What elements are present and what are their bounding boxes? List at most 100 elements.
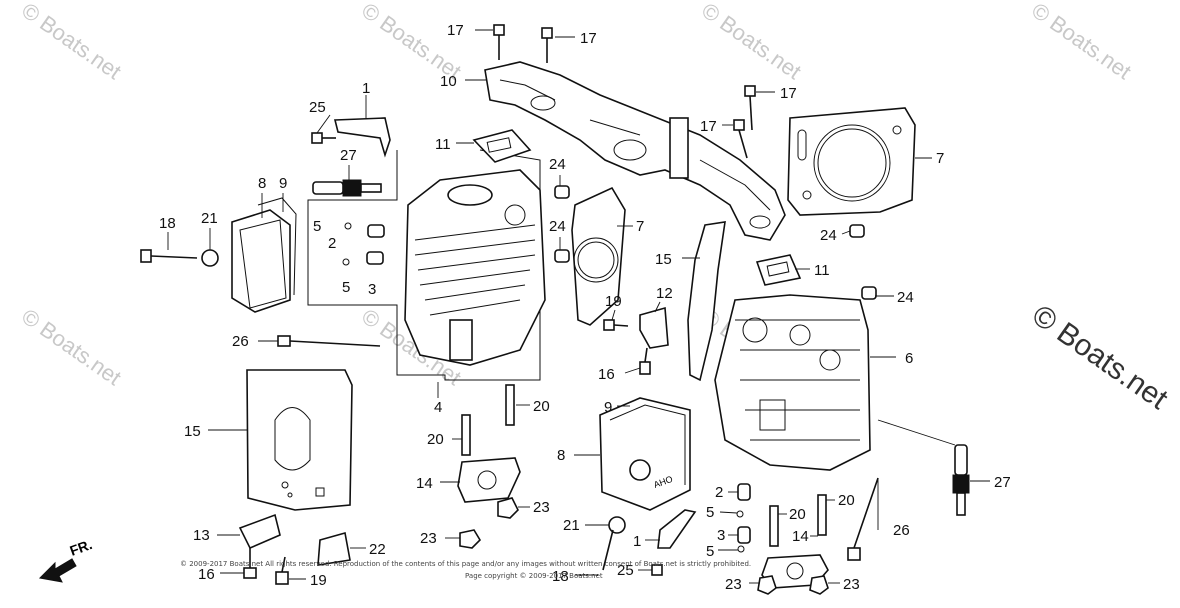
callout-label: 19 bbox=[605, 293, 622, 310]
callout-label: 23 bbox=[843, 576, 860, 593]
callout-label: 9 bbox=[279, 175, 287, 192]
callout-label: 21 bbox=[563, 517, 580, 534]
callout-label: 21 bbox=[201, 210, 218, 227]
callout-label: 11 bbox=[435, 136, 451, 153]
head-gasket-right bbox=[787, 107, 916, 216]
cylinder-head-front bbox=[404, 169, 546, 366]
callout-label: 3 bbox=[368, 281, 376, 298]
clamp-22 bbox=[317, 531, 351, 566]
callout-label: 6 bbox=[905, 350, 913, 367]
bolt-17-c bbox=[744, 85, 756, 131]
front-label: FR. bbox=[68, 536, 95, 559]
callout-label: 27 bbox=[340, 147, 357, 164]
nut-23a bbox=[497, 497, 519, 519]
callout-label: 17 bbox=[700, 118, 717, 135]
watermark: © Boats.net bbox=[697, 0, 806, 84]
nut-23d bbox=[809, 575, 829, 595]
nut-23b bbox=[459, 529, 482, 549]
callout-label: 10 bbox=[440, 73, 457, 90]
bracket-1b bbox=[657, 509, 697, 549]
bracket-13 bbox=[238, 513, 281, 550]
callout-labels: 17 17 17 17 10 1 25 27 11 8 9 18 21 5 2 … bbox=[159, 22, 1011, 593]
callout-label: 12 bbox=[656, 285, 673, 302]
callout-label: 22 bbox=[369, 541, 386, 558]
callout-label: 8 bbox=[557, 447, 565, 464]
watermark: © Boats.net bbox=[357, 0, 466, 84]
callout-label: 7 bbox=[636, 218, 644, 235]
head-gasket-middle bbox=[571, 186, 626, 326]
callout-label: 26 bbox=[232, 333, 249, 350]
callout-label: 24 bbox=[820, 227, 837, 244]
callout-label: 3 bbox=[717, 527, 725, 544]
bolt-19b bbox=[275, 556, 289, 585]
leader-lines bbox=[167, 29, 990, 584]
callout-label: 20 bbox=[838, 492, 855, 509]
callout-label: 14 bbox=[792, 528, 809, 545]
bracket-1a bbox=[333, 117, 391, 158]
manifold-gasket-upper bbox=[472, 129, 532, 163]
o-ring-5d bbox=[737, 545, 745, 553]
bolt-25a bbox=[311, 132, 336, 144]
callout-label: 17 bbox=[447, 22, 464, 39]
o-ring-5a bbox=[344, 222, 352, 230]
gasket-14a bbox=[457, 457, 521, 503]
watermark: © Boats.net bbox=[17, 0, 126, 84]
watermark: © Boats.net bbox=[17, 304, 126, 391]
long-bolt-left bbox=[277, 335, 381, 347]
collar-24-d bbox=[861, 286, 877, 300]
valve-cover-right: AHO bbox=[599, 397, 691, 511]
callout-label: 4 bbox=[434, 399, 442, 416]
callout-label: 26 bbox=[893, 522, 910, 539]
callout-label: 17 bbox=[780, 85, 797, 102]
callout-label: 25 bbox=[309, 99, 326, 116]
intake-manifold bbox=[484, 61, 786, 241]
callout-label: 8 bbox=[258, 175, 266, 192]
bolt-18a bbox=[140, 249, 198, 263]
callout-label: 5 bbox=[706, 504, 714, 521]
callout-label: 16 bbox=[598, 366, 615, 383]
callout-label: 13 bbox=[193, 527, 210, 544]
callout-label: 5 bbox=[706, 543, 714, 560]
bolt-17-a bbox=[493, 24, 505, 60]
callout-label: 20 bbox=[533, 398, 550, 415]
callout-label: 16 bbox=[198, 566, 215, 583]
callout-label: 9 bbox=[604, 399, 612, 416]
footer-page-copyright: Page copyright © 2009-2017 Boats.net bbox=[465, 572, 603, 580]
stud-20a bbox=[505, 384, 515, 426]
cylinder-head-right bbox=[714, 294, 871, 471]
bracket-12 bbox=[639, 306, 669, 349]
callout-label: 23 bbox=[725, 576, 742, 593]
valve-cover-left bbox=[231, 197, 297, 313]
heat-shield-middle bbox=[687, 221, 726, 382]
manifold-gasket-lower bbox=[755, 254, 802, 286]
callout-label: 24 bbox=[549, 218, 566, 235]
long-bolt-right bbox=[847, 477, 879, 561]
callout-label: 7 bbox=[936, 150, 944, 167]
callout-label: 5 bbox=[313, 218, 321, 235]
front-direction-arrow: FR. bbox=[38, 536, 95, 583]
callout-label: 15 bbox=[184, 423, 201, 440]
callout-label: 18 bbox=[552, 568, 569, 585]
callout-label: 14 bbox=[416, 475, 433, 492]
callout-label: 24 bbox=[549, 156, 566, 173]
side-watermark: © Boats.net bbox=[1026, 299, 1174, 417]
grommet-21b bbox=[608, 516, 626, 534]
o-ring-5b bbox=[342, 258, 350, 266]
bolt-17-d bbox=[733, 119, 748, 159]
callout-label: 2 bbox=[328, 235, 336, 252]
callout-label: 19 bbox=[310, 572, 327, 589]
callout-label: 20 bbox=[427, 431, 444, 448]
o-ring-5c bbox=[736, 510, 744, 518]
grommet-21a bbox=[201, 249, 219, 267]
spark-plug-right bbox=[952, 444, 970, 516]
heat-shield-left bbox=[246, 369, 353, 511]
watermark: © Boats.net bbox=[1027, 0, 1136, 84]
dowel-pin-3a bbox=[366, 251, 384, 265]
collar-24-a bbox=[554, 185, 570, 199]
callout-label: 11 bbox=[814, 262, 830, 279]
callout-label: 1 bbox=[362, 80, 370, 97]
footer-copyright: © 2009-2017 Boats.net All rights reserve… bbox=[180, 560, 751, 568]
stud-20c bbox=[817, 494, 827, 536]
collar-24-b bbox=[554, 249, 570, 263]
